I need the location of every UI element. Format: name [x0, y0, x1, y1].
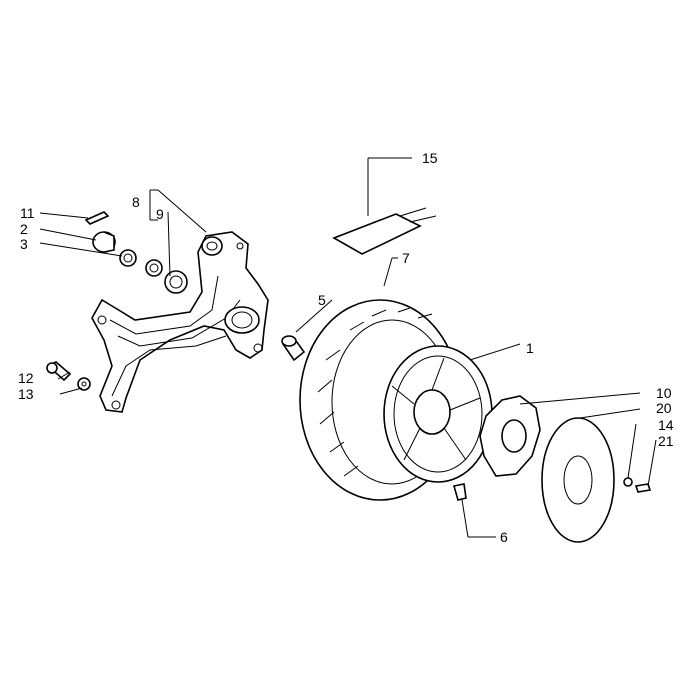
- disc-bolt: [634, 483, 652, 493]
- bolt: [46, 361, 72, 382]
- brake-disc: [541, 417, 615, 543]
- swing-arm-bracket: [91, 231, 269, 413]
- callout-labels: 1 2 3 5 6 7 8 9 10 11 12 13 14 15 20 21: [18, 150, 674, 545]
- bearing: [164, 270, 188, 294]
- bushing: [281, 335, 306, 362]
- callout-8: 8: [132, 194, 140, 210]
- cap-nut-cover: [92, 231, 116, 253]
- callout-6: 6: [500, 529, 508, 545]
- callout-12: 12: [18, 370, 34, 386]
- nut: [119, 249, 137, 267]
- callout-21: 21: [658, 433, 674, 449]
- callout-10: 10: [656, 385, 672, 401]
- callout-14: 14: [658, 417, 674, 433]
- callout-3: 3: [20, 236, 28, 252]
- rim: [383, 345, 493, 483]
- leader-lines: [39, 157, 657, 538]
- weight-pack: [332, 207, 437, 255]
- disc-washer: [623, 477, 633, 487]
- hub-flange: [479, 395, 541, 477]
- callout-1: 1: [526, 340, 534, 356]
- callout-7: 7: [402, 250, 410, 266]
- callout-5: 5: [318, 292, 326, 308]
- cotter-pin: [84, 211, 110, 225]
- spacer-ring: [145, 259, 163, 277]
- callout-11: 11: [20, 205, 35, 221]
- callout-15: 15: [422, 150, 438, 166]
- callout-13: 13: [18, 386, 34, 402]
- callout-9: 9: [156, 206, 164, 222]
- valve: [452, 483, 467, 501]
- callout-2: 2: [20, 221, 28, 237]
- callout-20: 20: [656, 400, 672, 416]
- washer: [77, 377, 91, 391]
